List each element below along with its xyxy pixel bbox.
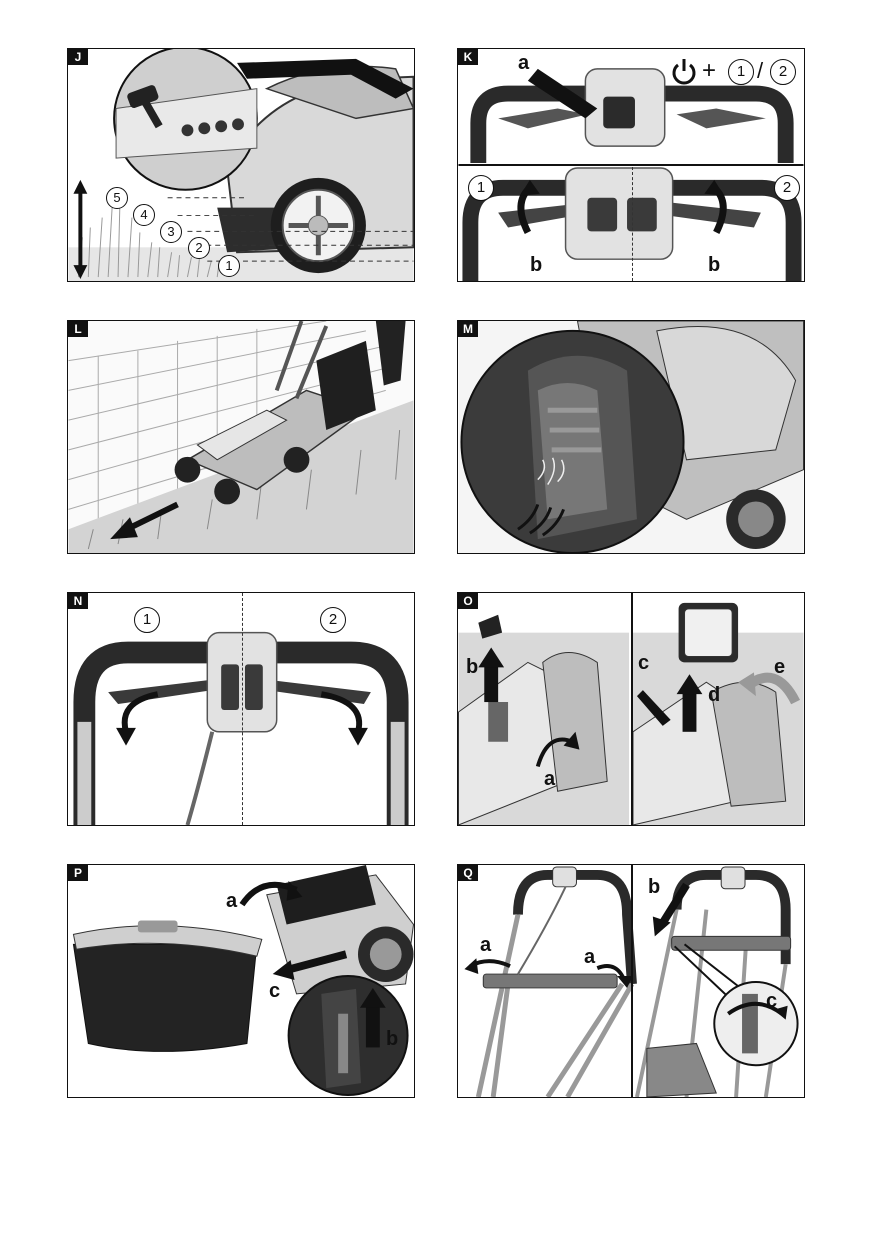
callout-b-right: b (708, 254, 721, 276)
panel-label: L (68, 321, 88, 337)
grass-ejection-illustration (458, 321, 804, 553)
height-level-2: 2 (188, 237, 210, 259)
callout-b: b (466, 656, 479, 678)
plus-sign: + (702, 57, 717, 84)
height-level-3: 3 (160, 221, 182, 243)
callout-a-right: a (584, 946, 596, 968)
height-level-4: 4 (133, 204, 155, 226)
switch-position-1: 1 (728, 59, 754, 85)
panel-label: Q (458, 865, 478, 881)
switch-position-2: 2 (770, 59, 796, 85)
panel-label: K (458, 49, 478, 65)
figure-panel-p: P a c b (67, 864, 415, 1098)
callout-d: d (708, 684, 721, 706)
grass-catcher-removal-illustration (72, 865, 414, 1097)
figure-panel-n: N 1 2 (67, 592, 415, 826)
position-1: 1 (468, 175, 494, 201)
callout-a: a (226, 890, 238, 912)
callout-b: b (648, 876, 661, 898)
position-1: 1 (134, 607, 160, 633)
panel-label: P (68, 865, 88, 881)
position-2: 2 (320, 607, 346, 633)
cutting-height-illustration (68, 49, 414, 281)
callout-e: e (774, 656, 786, 678)
panel-label: N (68, 593, 88, 609)
switch-on-illustration (458, 68, 804, 281)
panel-label: O (458, 593, 478, 609)
height-level-5: 5 (106, 187, 128, 209)
slash-sign: / (757, 58, 764, 83)
callout-b: b (386, 1028, 399, 1050)
callout-c: c (638, 652, 650, 674)
callout-a: a (544, 768, 556, 790)
figure-panel-k: K + 1 / 2 a 1 2 b b (457, 48, 805, 282)
callout-b-left: b (530, 254, 543, 276)
slope-mowing-illustration (68, 321, 414, 553)
switch-off-illustration (73, 631, 409, 825)
figure-panel-q: Q a a b c (457, 864, 805, 1098)
position-2: 2 (774, 175, 800, 201)
figure-panel-l: L (67, 320, 415, 554)
handle-folding-illustration (464, 866, 799, 1097)
callout-a: a (518, 52, 530, 74)
panel-label: M (458, 321, 478, 337)
panel-label: J (68, 49, 88, 65)
callout-c: c (766, 990, 778, 1012)
figure-panel-m: M (457, 320, 805, 554)
callout-c: c (269, 980, 281, 1002)
height-level-1: 1 (218, 255, 240, 277)
power-icon (672, 59, 696, 85)
battery-installation-illustration (458, 602, 804, 825)
figure-panel-j: J (67, 48, 415, 282)
callout-a-left: a (480, 934, 492, 956)
figure-panel-o: O b a c d e (457, 592, 805, 826)
